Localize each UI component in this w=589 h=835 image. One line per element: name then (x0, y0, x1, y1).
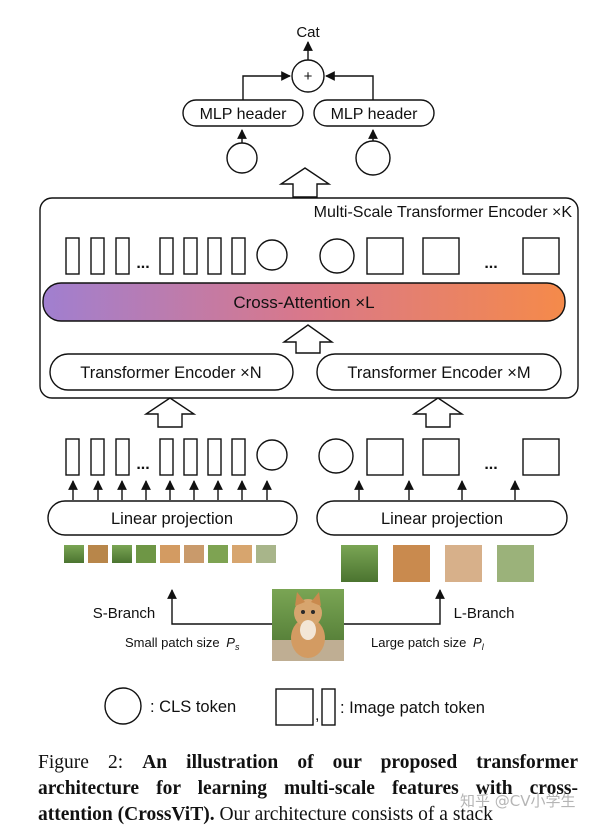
ellipsis: ... (484, 456, 497, 473)
transformer-encoder-small-label: Transformer Encoder ×N (80, 364, 261, 382)
cls-token-small (257, 240, 287, 270)
legend-comma: , (315, 707, 319, 724)
image-patch-small (232, 545, 252, 563)
image-patch-token-large (367, 238, 403, 274)
legend-cls-token-label: : CLS token (150, 698, 236, 716)
image-patch-small (136, 545, 156, 563)
cross-attention-label: Cross-Attention ×L (233, 293, 374, 312)
mlp-header-right-label: MLP header (331, 106, 419, 123)
transformer-encoder-large-label: Transformer Encoder ×M (347, 364, 530, 382)
tokens-to-encoder-small-hollow-arrow (146, 398, 194, 427)
image-patch-token-large (523, 439, 559, 475)
s-branch-label: S-Branch (93, 605, 156, 622)
large-projection-arrows (359, 481, 515, 500)
right-mlp-to-sum-arrow (326, 76, 373, 100)
image-patch-token-small (66, 439, 79, 475)
image-patch-small (256, 545, 276, 563)
image-patch-token-small (66, 238, 79, 274)
large-image-patches (341, 545, 534, 582)
image-patch-token-small (160, 439, 173, 475)
cls-token-small (257, 440, 287, 470)
image-patch-large (393, 545, 430, 582)
image-patch-token-small (208, 238, 221, 274)
image-patch-small (64, 545, 84, 563)
image-patch-small (112, 545, 132, 563)
image-patch-token-large (423, 238, 459, 274)
input-large-tokens: ... (319, 439, 559, 475)
image-patch-token-small (232, 439, 245, 475)
cls-token-large-output (356, 141, 390, 175)
kitten-input-image (272, 589, 344, 661)
input-small-tokens: ... (66, 439, 287, 475)
ellipsis: ... (484, 255, 497, 272)
ellipsis: ... (136, 456, 149, 473)
image-patch-large (445, 545, 482, 582)
image-patch-token-small (232, 238, 245, 274)
figure-caption: Figure 2: An illustration of our propose… (38, 750, 578, 828)
large-patch-size-label: Large patch size Pl (371, 635, 485, 652)
image-patch-small (88, 545, 108, 563)
legend-cls-token-icon (105, 688, 141, 724)
image-patch-small (160, 545, 180, 563)
image-patch-token-small (184, 238, 197, 274)
image-patch-token-small (91, 238, 104, 274)
ellipsis: ... (136, 255, 149, 272)
linear-projection-small-label: Linear projection (111, 510, 233, 528)
legend-image-patch-label: : Image patch token (340, 699, 485, 717)
linear-projection-large-label: Linear projection (381, 510, 503, 528)
plus-symbol: + (304, 68, 313, 85)
image-patch-token-large (423, 439, 459, 475)
image-patch-token-small (116, 439, 129, 475)
image-patch-token-large (367, 439, 403, 475)
tokens-to-encoder-large-hollow-arrow (414, 398, 462, 427)
cls-token-small-output (227, 143, 257, 173)
cls-token-large (320, 239, 354, 273)
small-image-patches (64, 545, 276, 563)
caption-rest: Our architecture consists of a stack (219, 804, 492, 825)
image-patch-token-small (184, 439, 197, 475)
legend-image-patch-large-icon (276, 689, 313, 725)
multi-scale-encoder-title: Multi-Scale Transformer Encoder ×K (314, 204, 573, 221)
l-branch-arrow (344, 590, 440, 624)
caption-prefix: Figure 2: (38, 752, 123, 773)
image-patch-token-small (91, 439, 104, 475)
legend-image-patch-small-icon (322, 689, 335, 725)
small-patch-size-label: Small patch size Ps (125, 635, 240, 652)
mlp-header-left-label: MLP header (200, 106, 288, 123)
l-branch-label: L-Branch (454, 605, 515, 622)
left-mlp-to-sum-arrow (243, 76, 290, 100)
s-branch-arrow (172, 590, 272, 624)
image-patch-small (208, 545, 228, 563)
image-patch-large (341, 545, 378, 582)
image-patch-token-large (523, 238, 559, 274)
watermark: 知乎 @CV小学生 (460, 790, 576, 811)
cls-token-large (319, 439, 353, 473)
image-patch-token-small (160, 238, 173, 274)
image-patch-large (497, 545, 534, 582)
small-projection-arrows (73, 481, 267, 500)
image-patch-token-small (208, 439, 221, 475)
image-patch-token-small (116, 238, 129, 274)
output-label: Cat (296, 24, 320, 41)
encoder-to-cls-hollow-arrow (281, 168, 329, 197)
image-patch-small (184, 545, 204, 563)
